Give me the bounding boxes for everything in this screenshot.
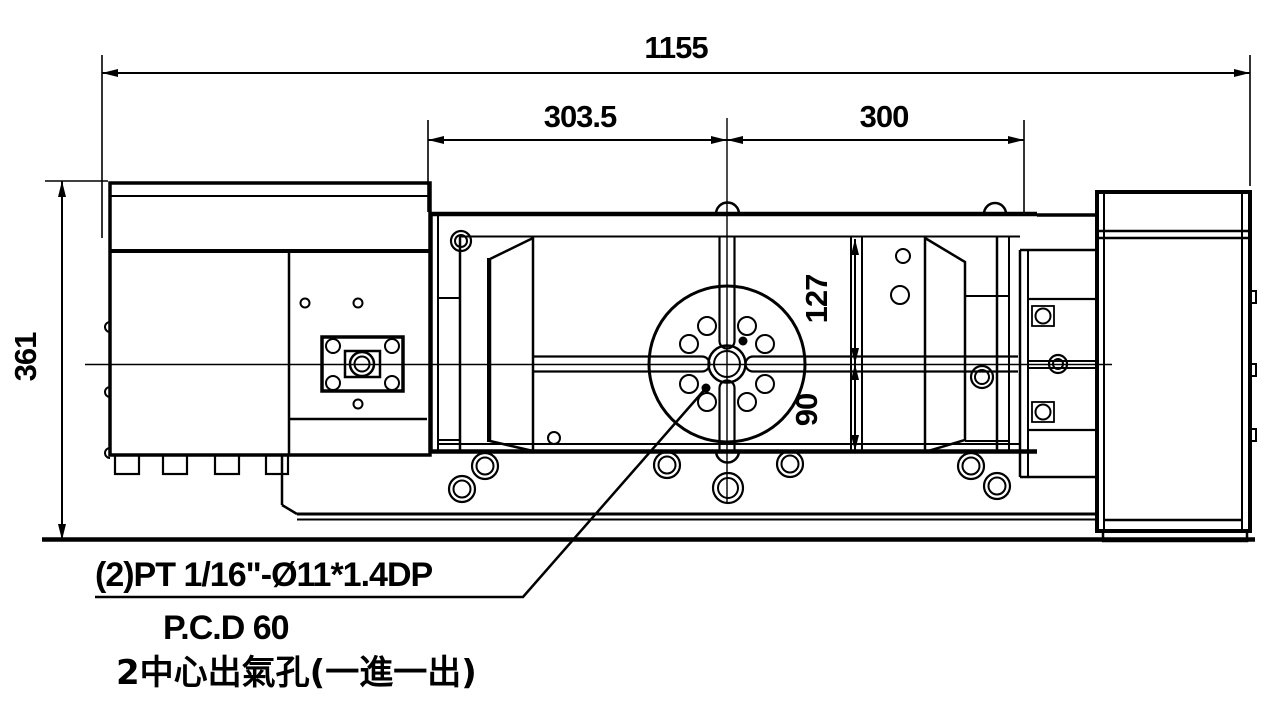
dim-label-300: 300 xyxy=(860,99,909,134)
dimension-offsets: 127 90 xyxy=(789,239,859,451)
machine-base xyxy=(42,455,1255,542)
right-bracket xyxy=(1018,213,1097,479)
note-line-2: P.C.D 60 xyxy=(163,609,289,647)
dim-label-361: 361 xyxy=(8,332,43,381)
note-line-3: 2中心出氣孔(一進一出) xyxy=(116,653,477,693)
dimension-spans: 303.5 300 xyxy=(427,99,1025,212)
left-gearbox-body xyxy=(104,181,432,476)
centerlines xyxy=(85,118,1112,502)
base-bolts xyxy=(447,229,1012,505)
annotation-leader: (2)PT 1/16"-Ø11*1.4DP P.C.D 60 2中心出氣孔(一進… xyxy=(95,387,707,693)
dimension-overall-width: 1155 xyxy=(101,30,1251,238)
note-line-1: (2)PT 1/16"-Ø11*1.4DP xyxy=(95,556,433,594)
dim-label-127: 127 xyxy=(799,275,834,324)
dim-label-303-5: 303.5 xyxy=(544,99,617,134)
rotary-table-unit xyxy=(429,201,1037,464)
dim-label-90: 90 xyxy=(789,394,824,426)
dimension-body-height: 361 xyxy=(8,180,108,540)
air-port-hole xyxy=(738,336,748,346)
dim-label-1155: 1155 xyxy=(644,30,708,65)
faceplate xyxy=(533,237,1018,450)
motor-flange xyxy=(299,297,405,410)
right-support-block xyxy=(1095,190,1257,543)
